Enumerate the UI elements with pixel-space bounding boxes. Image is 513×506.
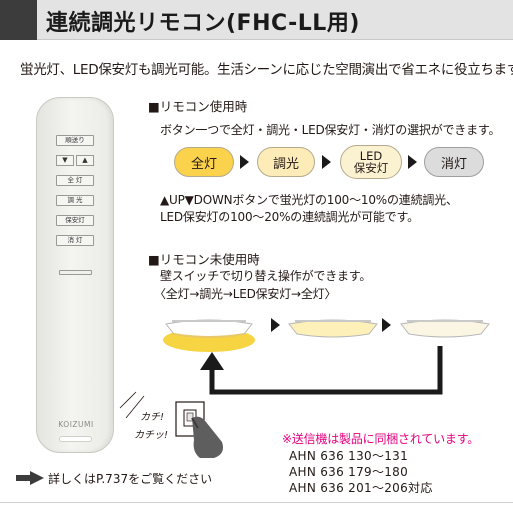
header-band: 連続調光リモコン(FHC-LL用) [0, 0, 513, 40]
up-icon: ▲ [76, 155, 94, 166]
mode-full: 全灯 [174, 147, 234, 177]
wall-switch-illustration: カチ! カチッ! [114, 388, 229, 463]
mode-dim: 調光 [257, 147, 315, 177]
section-unused-line2: 〈全灯→調光→LED保安灯→全灯〉 [154, 287, 337, 301]
lead-text: 蛍光灯、LED保安灯も調光可能。生活シーンに応じた空間演出で省エネに役立ちます! [20, 62, 513, 78]
remote-control: 順送り ▼ ▲ 全 灯 調 光 保安灯 消 灯 KOIZUMI [36, 97, 114, 453]
section-use-heading: ■リモコン使用時 [148, 99, 248, 114]
dimming-note-line1: ▲UP▼DOWNボタンで蛍光灯の100〜10%の連続調光、 [160, 193, 458, 207]
arrow-right-icon [16, 471, 44, 485]
remote-cap [59, 436, 92, 442]
ceiling-light-dim [288, 319, 378, 338]
arrow-right-icon [322, 155, 331, 169]
model-number: AHN 636 201〜206対応 [289, 481, 433, 495]
remote-button-updown: ▼ ▲ [56, 155, 94, 166]
click-sound-2: カチッ! [134, 430, 169, 441]
model-number: AHN 636 130〜131 [289, 449, 409, 463]
wall-switch-icon [119, 391, 223, 458]
remote-button-night: 保安灯 [56, 215, 94, 226]
remote-brand: KOIZUMI [58, 420, 94, 429]
arrow-right-icon [408, 155, 417, 169]
page-title: 連続調光リモコン(FHC-LL用) [46, 11, 360, 36]
mode-led-line1: LED [359, 149, 383, 163]
ceiling-light-full [163, 319, 255, 352]
transmitter-note: ※送信機は製品に同梱されています。 [282, 432, 480, 446]
arrow-right-icon [240, 155, 249, 169]
mode-off: 消灯 [424, 147, 484, 177]
remote-button-full: 全 灯 [56, 175, 94, 186]
section-unused-line1: 壁スイッチで切り替え操作ができます。 [160, 269, 372, 283]
cycle-arrow-icon [200, 346, 443, 395]
mode-led-line2: 保安灯 [353, 161, 389, 175]
remote-button-sequence: 順送り [56, 135, 94, 146]
remote-button-off: 消 灯 [56, 235, 94, 246]
click-sound-1: カチ! [140, 412, 165, 423]
section-use-description: ボタン一つで全灯・調光・LED保安灯・消灯の選択ができます。 [160, 123, 501, 137]
arrow-right-icon [271, 318, 280, 332]
remote-button-dim: 調 光 [56, 195, 94, 206]
header-mark [0, 0, 37, 40]
down-icon: ▼ [56, 155, 74, 166]
dimming-note-line2: LED保安灯の100〜20%の連続調光が可能です。 [160, 210, 419, 224]
divider [0, 502, 513, 503]
ceiling-light-led [400, 319, 490, 338]
model-number: AHN 636 179〜180 [289, 465, 409, 479]
see-more-link[interactable]: 詳しくはP.737をご覧ください [48, 472, 213, 486]
section-unused-heading: ■リモコン未使用時 [148, 252, 260, 267]
arrow-right-icon [382, 318, 391, 332]
mode-led-night: LED 保安灯 [340, 145, 402, 179]
remote-slider [59, 270, 92, 275]
